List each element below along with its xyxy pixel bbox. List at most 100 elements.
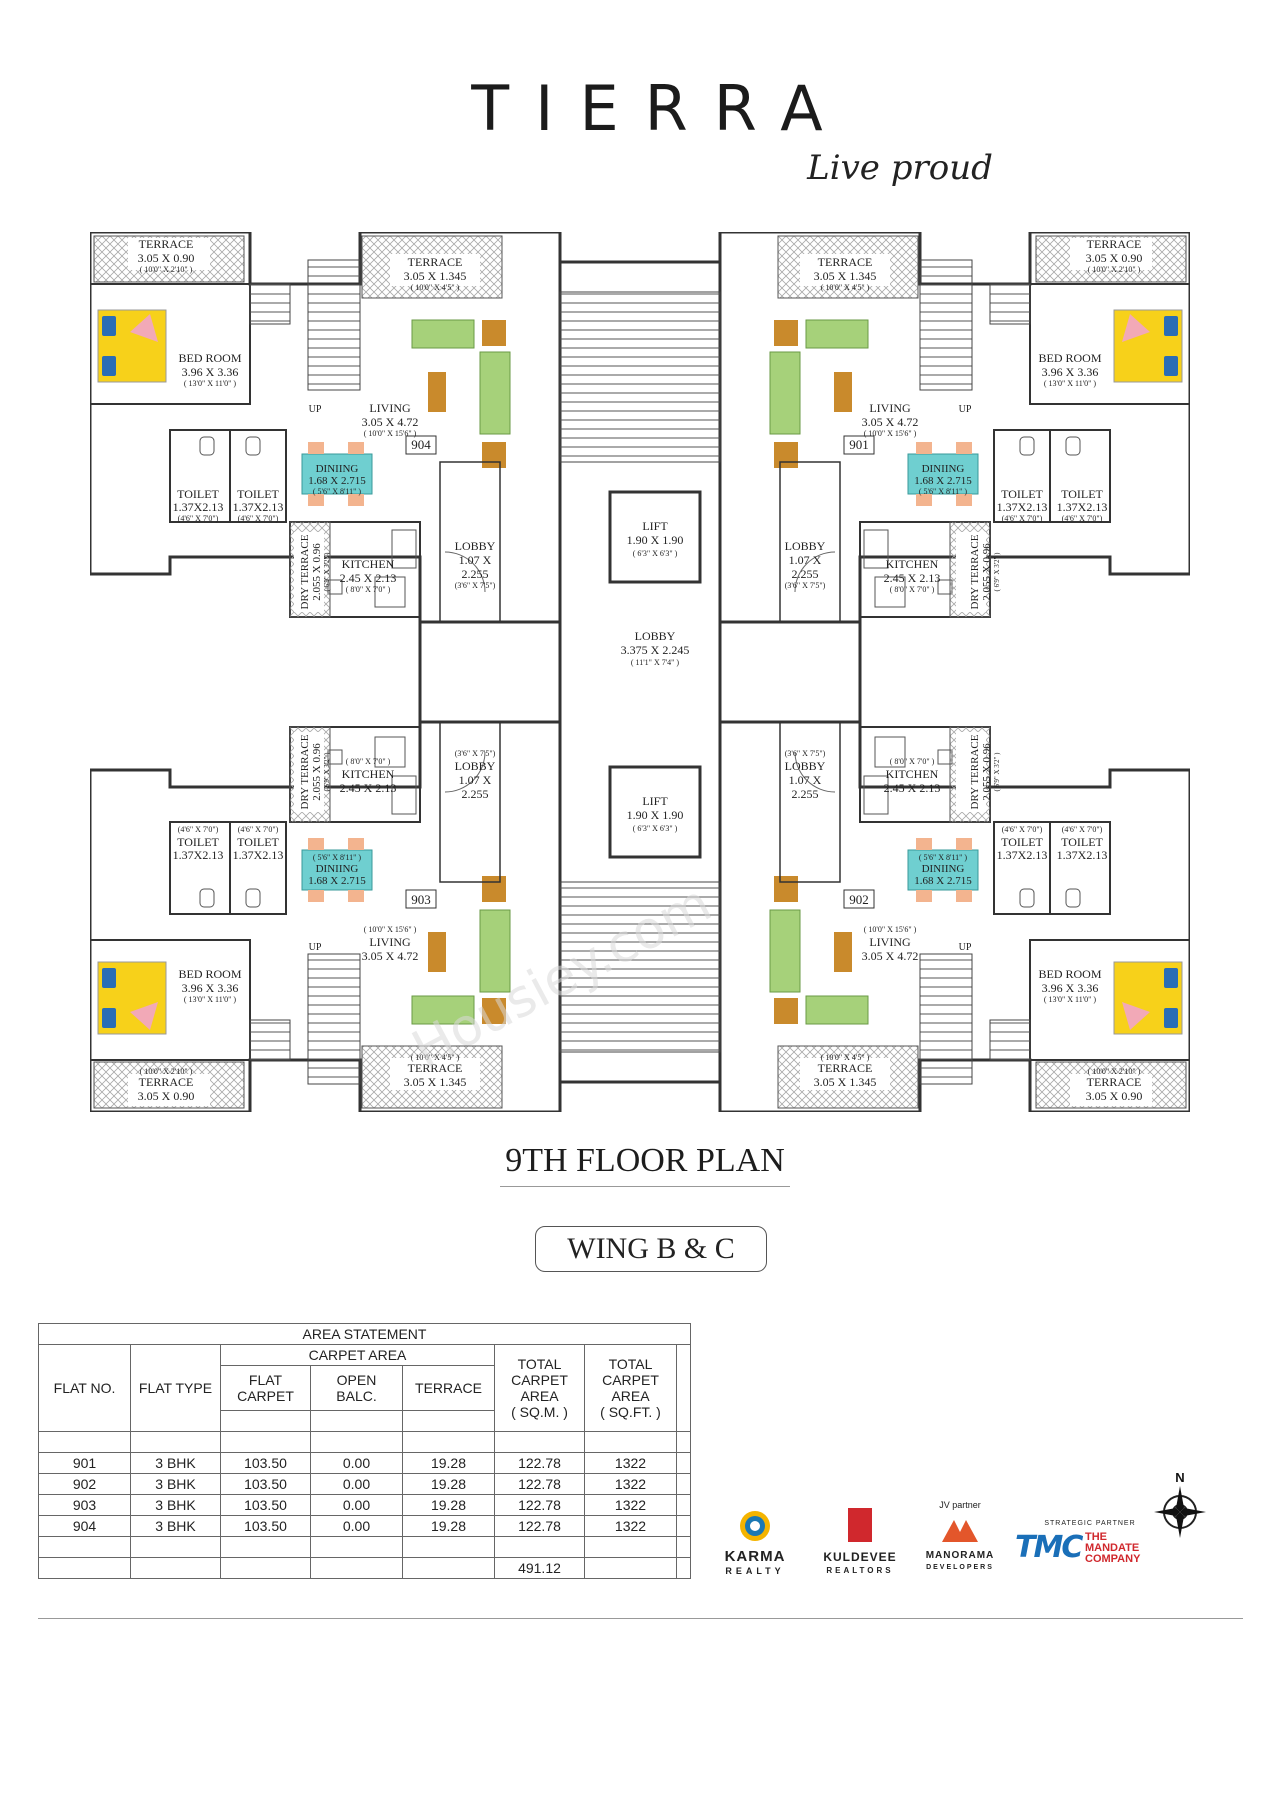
terrace-size: 3.05 X 1.345: [404, 269, 467, 283]
wing-label: WING B & C: [535, 1226, 767, 1272]
toilet-label: TOILET: [1061, 487, 1103, 501]
lift-size: 1.90 X 1.90: [627, 808, 684, 822]
flat-number-904: 904: [411, 437, 431, 452]
bedroom-label: BED ROOM: [1038, 351, 1101, 365]
flat-number-901: 901: [849, 437, 869, 452]
dry-terrace-size: 2.055 X 0.96: [311, 743, 323, 801]
toilet-size: 1.37X2.13: [233, 848, 284, 862]
bedroom-label: BED ROOM: [178, 351, 241, 365]
manorama-emblem-icon: [942, 1520, 978, 1542]
bedroom-size: 3.96 X 3.36: [182, 365, 239, 379]
living-label: LIVING: [369, 935, 411, 949]
terrace-size: 3.05 X 1.345: [814, 1075, 877, 1089]
terrace-size: 3.05 X 1.345: [814, 269, 877, 283]
north-label: N: [1175, 1470, 1184, 1485]
lift-label: LIFT: [642, 519, 668, 533]
toilet-ft: (4'6" X 7'0"): [1002, 514, 1043, 523]
terrace-label: TERRACE: [139, 237, 194, 251]
stair-up-label: UP: [309, 942, 322, 953]
terrace-label: TERRACE: [408, 1061, 463, 1075]
lift-ft: ( 6'3" X 6'3" ): [633, 549, 678, 558]
kitchen-label: KITCHEN: [886, 557, 939, 571]
staircase-bottom: [559, 881, 721, 1053]
col-flat-no: FLAT NO.: [38, 1344, 131, 1432]
lobby-size-h: 2.255: [792, 787, 819, 801]
dry-terrace-size: 2.055 X 0.96: [981, 543, 993, 601]
lift-bottom: [608, 765, 702, 859]
kitchen-size: 2.45 X 2.13: [884, 781, 941, 795]
dry-terrace-label: DRY TERRACE: [969, 734, 981, 809]
living-size: 3.05 X 4.72: [362, 949, 419, 963]
kitchen-size: 2.45 X 2.13: [340, 781, 397, 795]
dry-terrace-ft: ( 6'9" X 3'2" ): [993, 552, 1001, 592]
terrace-ft: ( 10'0" X 4'5" ): [821, 283, 870, 292]
terrace-size: 3.05 X 0.90: [1086, 251, 1143, 265]
lift-size: 1.90 X 1.90: [627, 533, 684, 547]
toilet-size: 1.37X2.13: [233, 500, 284, 514]
living-ft: ( 10'0" X 15'6" ): [364, 925, 417, 934]
kitchen-size: 2.45 X 2.13: [340, 571, 397, 585]
dry-terrace-ft: ( 6'9" X 3'2" ): [993, 752, 1001, 792]
toilet-ft: (4'6" X 7'0"): [1002, 825, 1043, 834]
bedroom-size: 3.96 X 3.36: [1042, 981, 1099, 995]
kitchen-label: KITCHEN: [342, 557, 395, 571]
toilet-label: TOILET: [1061, 835, 1103, 849]
toilet-label: TOILET: [177, 487, 219, 501]
terrace-size: 3.05 X 1.345: [404, 1075, 467, 1089]
area-statement-table: AREA STATEMENT FLAT NO. FLAT TYPE CARPET…: [38, 1323, 691, 1579]
toilet-size: 1.37X2.13: [1057, 500, 1108, 514]
group-carpet-area: CARPET AREA: [220, 1344, 495, 1366]
dry-terrace-ft: ( 6'9" X 3'2" ): [323, 552, 331, 592]
toilet-label: TOILET: [237, 835, 279, 849]
central-lobby-size: 3.375 X 2.245: [621, 643, 690, 657]
dry-terrace-size: 2.055 X 0.96: [981, 743, 993, 801]
stair-up-label: UP: [309, 404, 322, 415]
living-ft: ( 10'0" X 15'6" ): [864, 429, 917, 438]
dining-ft: ( 5'6" X 8'11" ): [313, 487, 362, 496]
terrace-ft: ( 10'0" X 2'10" ): [1088, 265, 1141, 274]
living-size: 3.05 X 4.72: [862, 415, 919, 429]
dining-size: 1.68 X 2.715: [308, 475, 366, 487]
dining-label: DINIING: [316, 463, 359, 475]
terrace-label: TERRACE: [1087, 1075, 1142, 1089]
dry-terrace-label: DRY TERRACE: [969, 534, 981, 609]
toilet-ft: (4'6" X 7'0"): [1062, 514, 1103, 523]
dry-terrace-ft: ( 6'9" X 3'2" ): [323, 752, 331, 792]
terrace-size: 3.05 X 0.90: [1086, 1089, 1143, 1103]
stair-up-label: UP: [959, 404, 972, 415]
lobby-label: LOBBY: [455, 539, 496, 553]
dry-terrace-label: DRY TERRACE: [299, 534, 311, 609]
dining-ft: ( 5'6" X 8'11" ): [313, 853, 362, 862]
plan-title: 9TH FLOOR PLAN: [500, 1142, 790, 1187]
terrace-ft: ( 10'0" X 4'5" ): [821, 1053, 870, 1062]
kuldevee-emblem-icon: [848, 1508, 872, 1542]
stair-up-label: UP: [959, 942, 972, 953]
living-size: 3.05 X 4.72: [362, 415, 419, 429]
toilet-ft: (4'6" X 7'0"): [178, 825, 219, 834]
dining-label: DINIING: [316, 863, 359, 875]
lift-ft: ( 6'3" X 6'3" ): [633, 824, 678, 833]
col-terrace: TERRACE: [402, 1365, 495, 1411]
kitchen-size: 2.45 X 2.13: [884, 571, 941, 585]
lobby-size-h: 2.255: [462, 787, 489, 801]
central-lobby-label: LOBBY: [635, 629, 676, 643]
toilet-label: TOILET: [177, 835, 219, 849]
lobby-label: LOBBY: [785, 539, 826, 553]
toilet-size: 1.37X2.13: [173, 500, 224, 514]
dining-label: DINIING: [922, 463, 965, 475]
terrace-ft: ( 10'0" X 2'10" ): [140, 265, 193, 274]
terrace-ft: ( 10'0" X 4'5" ): [411, 283, 460, 292]
terrace-label: TERRACE: [818, 255, 873, 269]
toilet-label: TOILET: [237, 487, 279, 501]
lift-top: [608, 490, 702, 584]
bedroom-ft: ( 13'0" X 11'0" ): [184, 995, 237, 1004]
living-ft: ( 10'0" X 15'6" ): [364, 429, 417, 438]
